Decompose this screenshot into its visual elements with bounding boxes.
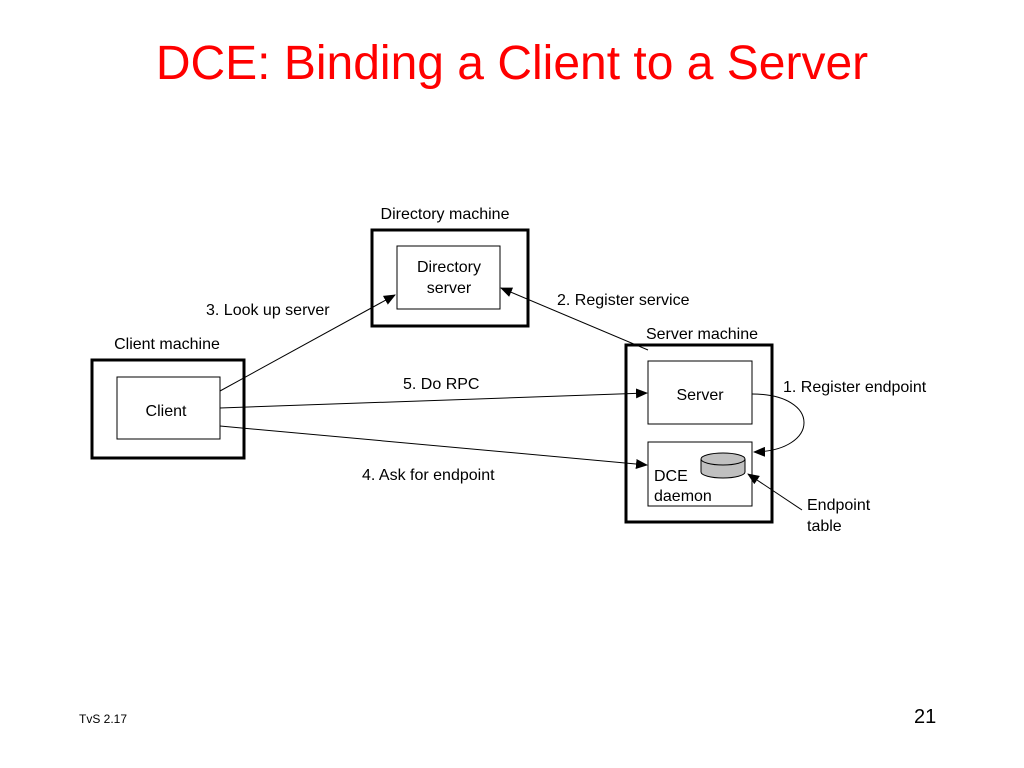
look-up-server-arrow xyxy=(219,294,396,392)
directory-server-label-line1: Directory xyxy=(417,259,481,276)
directory-server-label-line2: server xyxy=(427,280,472,297)
slide-title: DCE: Binding a Client to a Server xyxy=(155,37,869,90)
step-4-label: 4. Ask for endpoint xyxy=(362,467,495,484)
footer-course-ref: TvS 2.17 xyxy=(79,712,128,726)
slide-number: 21 xyxy=(914,706,937,728)
endpoint-table-label-line2: table xyxy=(807,518,842,535)
server-machine-label: Server machine xyxy=(646,326,758,343)
client-machine-label: Client machine xyxy=(114,336,220,353)
step-3-label: 3. Look up server xyxy=(206,302,330,319)
server-label: Server xyxy=(676,387,724,404)
client-machine-box xyxy=(90,358,246,460)
dce-daemon-label-line2: daemon xyxy=(654,488,712,505)
step-1-label: 1. Register endpoint xyxy=(783,379,927,396)
step-5-label: 5. Do RPC xyxy=(403,376,479,393)
endpoint-table-pointer-arrow xyxy=(747,473,803,511)
dce-daemon-label-line1: DCE xyxy=(654,468,688,485)
endpoint-table-label-line1: Endpoint xyxy=(807,497,871,514)
directory-machine-box xyxy=(370,228,530,328)
step-2-label: 2. Register service xyxy=(557,292,690,309)
directory-server-box xyxy=(396,245,501,310)
register-service-arrow xyxy=(500,287,649,351)
client-label: Client xyxy=(146,403,187,420)
directory-machine-label: Directory machine xyxy=(381,206,510,223)
server-box xyxy=(647,360,753,425)
endpoint-table-cylinder-icon xyxy=(700,452,746,479)
server-machine-box xyxy=(624,343,774,524)
ask-for-endpoint-arrow xyxy=(219,425,648,469)
client-box xyxy=(116,376,221,440)
register-endpoint-arrow xyxy=(751,393,805,457)
do-rpc-arrow xyxy=(219,388,648,409)
